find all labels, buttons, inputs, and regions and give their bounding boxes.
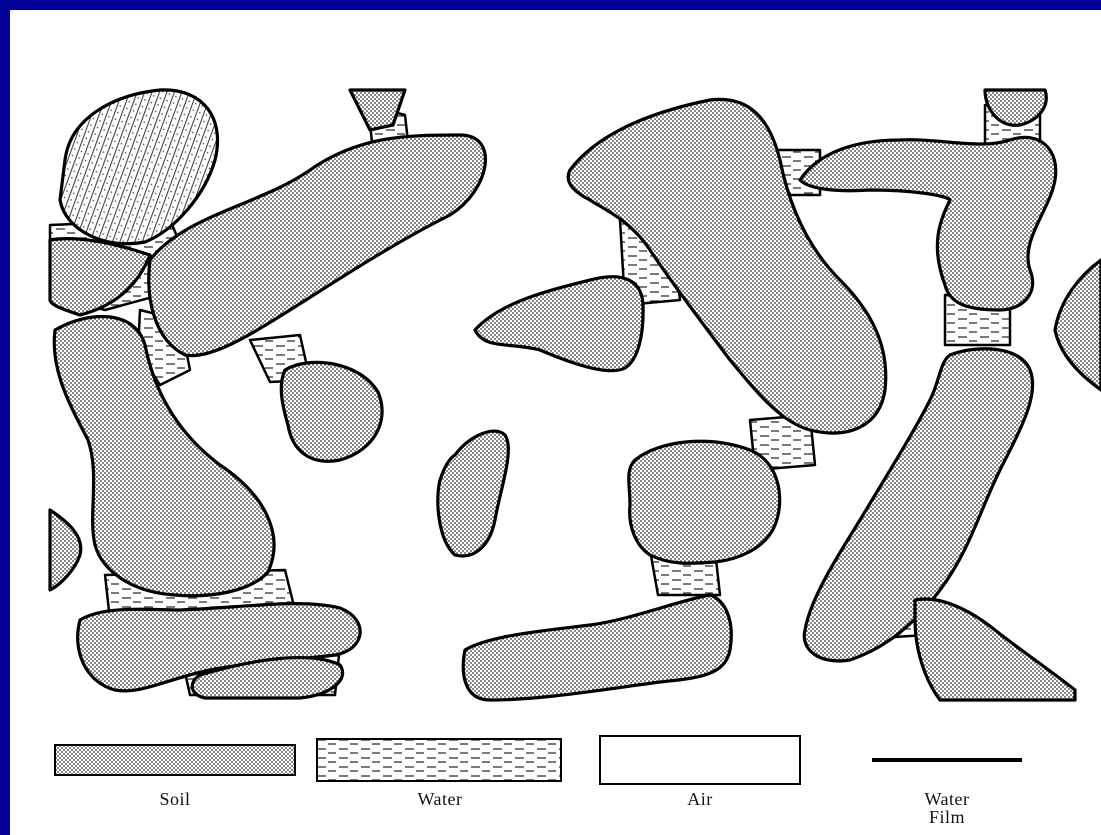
water-film-swatch (870, 755, 1024, 765)
soil-grain (475, 277, 643, 371)
soil-grain (1055, 260, 1101, 390)
legend-label-water: Water (315, 790, 565, 808)
soil-grain (438, 431, 509, 556)
soil-grain (50, 510, 81, 590)
legend-water: Water (315, 730, 565, 808)
soil-swatch (53, 743, 297, 777)
soil-grain-striped (60, 90, 218, 244)
soil-grains (50, 90, 1101, 700)
soil-grain (281, 362, 382, 461)
legend-label-soil: Soil (50, 790, 300, 808)
legend-label-air: Air (575, 790, 825, 808)
legend-air: Air (575, 730, 825, 808)
legend-label-water-film: Water Film (822, 790, 1072, 826)
soil-pore-diagram (10, 10, 1101, 835)
soil-grain (629, 441, 780, 563)
soil-grain (50, 239, 150, 315)
soil-grain (915, 599, 1075, 700)
legend-water-film: Water Film (822, 730, 1072, 826)
air-swatch (598, 734, 802, 786)
soil-grain (463, 595, 731, 700)
water-swatch (315, 737, 565, 783)
diagram-panel: Soil Water Air Water (10, 10, 1101, 835)
legend-soil: Soil (50, 730, 300, 808)
